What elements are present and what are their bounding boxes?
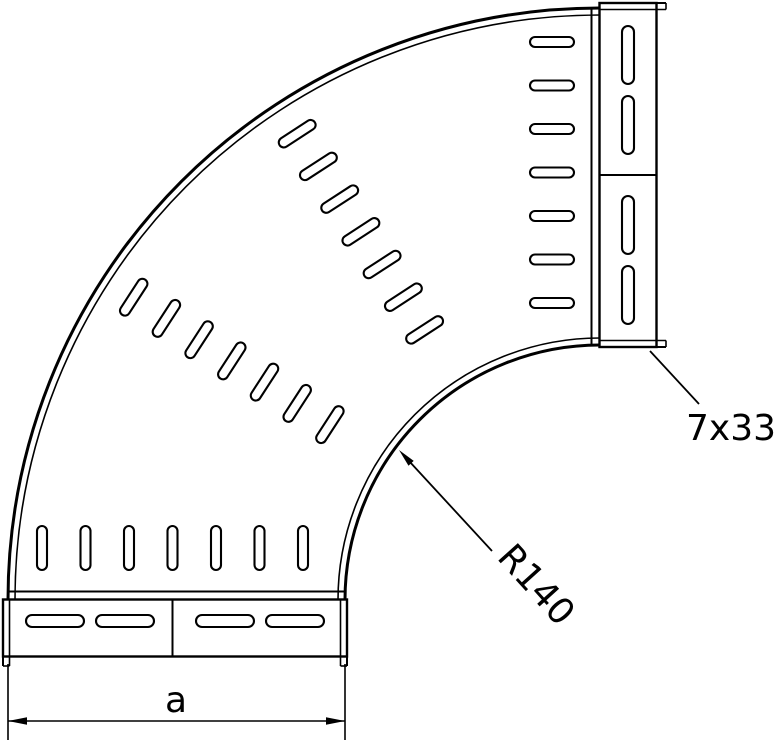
perforation-slot [118,277,149,317]
perforation-slot [528,253,576,266]
perforation-slot [277,118,317,149]
perforation-slot [151,298,182,338]
dim-arrow-right [326,717,345,725]
perforation-slot [194,613,256,629]
perforation-slot [528,166,576,179]
perforation-slot [528,209,576,223]
perforation-slot [528,35,576,49]
perforation-slot [620,24,636,86]
perforation-slot [320,184,360,214]
perforation-slot [528,79,576,92]
perforation-slot [528,296,576,310]
perforation-slot [383,282,423,312]
perforation-slot [264,613,326,629]
perforation-slot [282,383,312,423]
perforation-slot [620,194,636,256]
perforation-slot [166,524,179,572]
perforation-slot [184,320,214,360]
perforation-slot [296,524,310,572]
radius-arrowhead [399,450,414,466]
perforation-slots [24,24,636,629]
tray-inner-edge [337,337,601,601]
perforation-slot [209,524,223,572]
perforation-slot [122,524,136,572]
perforation-slot [620,264,636,326]
dimension-a [7,664,346,740]
perforation-slot [79,524,92,572]
dim-arrow-left [8,717,27,725]
perforation-slot [315,405,345,445]
right-end-flange [590,1,667,349]
perforation-slot [94,613,156,629]
radius-label: R140 [489,537,582,634]
perforation-slot [620,94,636,156]
slot-size-label: 7x33 [686,408,774,449]
radius-callout-leader [399,450,493,552]
perforation-slot [341,217,381,247]
perforation-slot [405,315,445,345]
perforation-slot [298,151,338,182]
perforation-slot [35,524,49,572]
perforation-slot [217,341,247,381]
slot-size-callout-leader [649,350,700,405]
perforation-slot [362,249,402,280]
tray-outer-edge [6,6,601,601]
perforation-slot [249,362,280,402]
perforation-slot [253,524,266,572]
perforation-slot [528,122,576,136]
perforation-slot [24,613,86,629]
bottom-end-flange [1,590,349,667]
width-dimension-label: a [165,680,187,721]
